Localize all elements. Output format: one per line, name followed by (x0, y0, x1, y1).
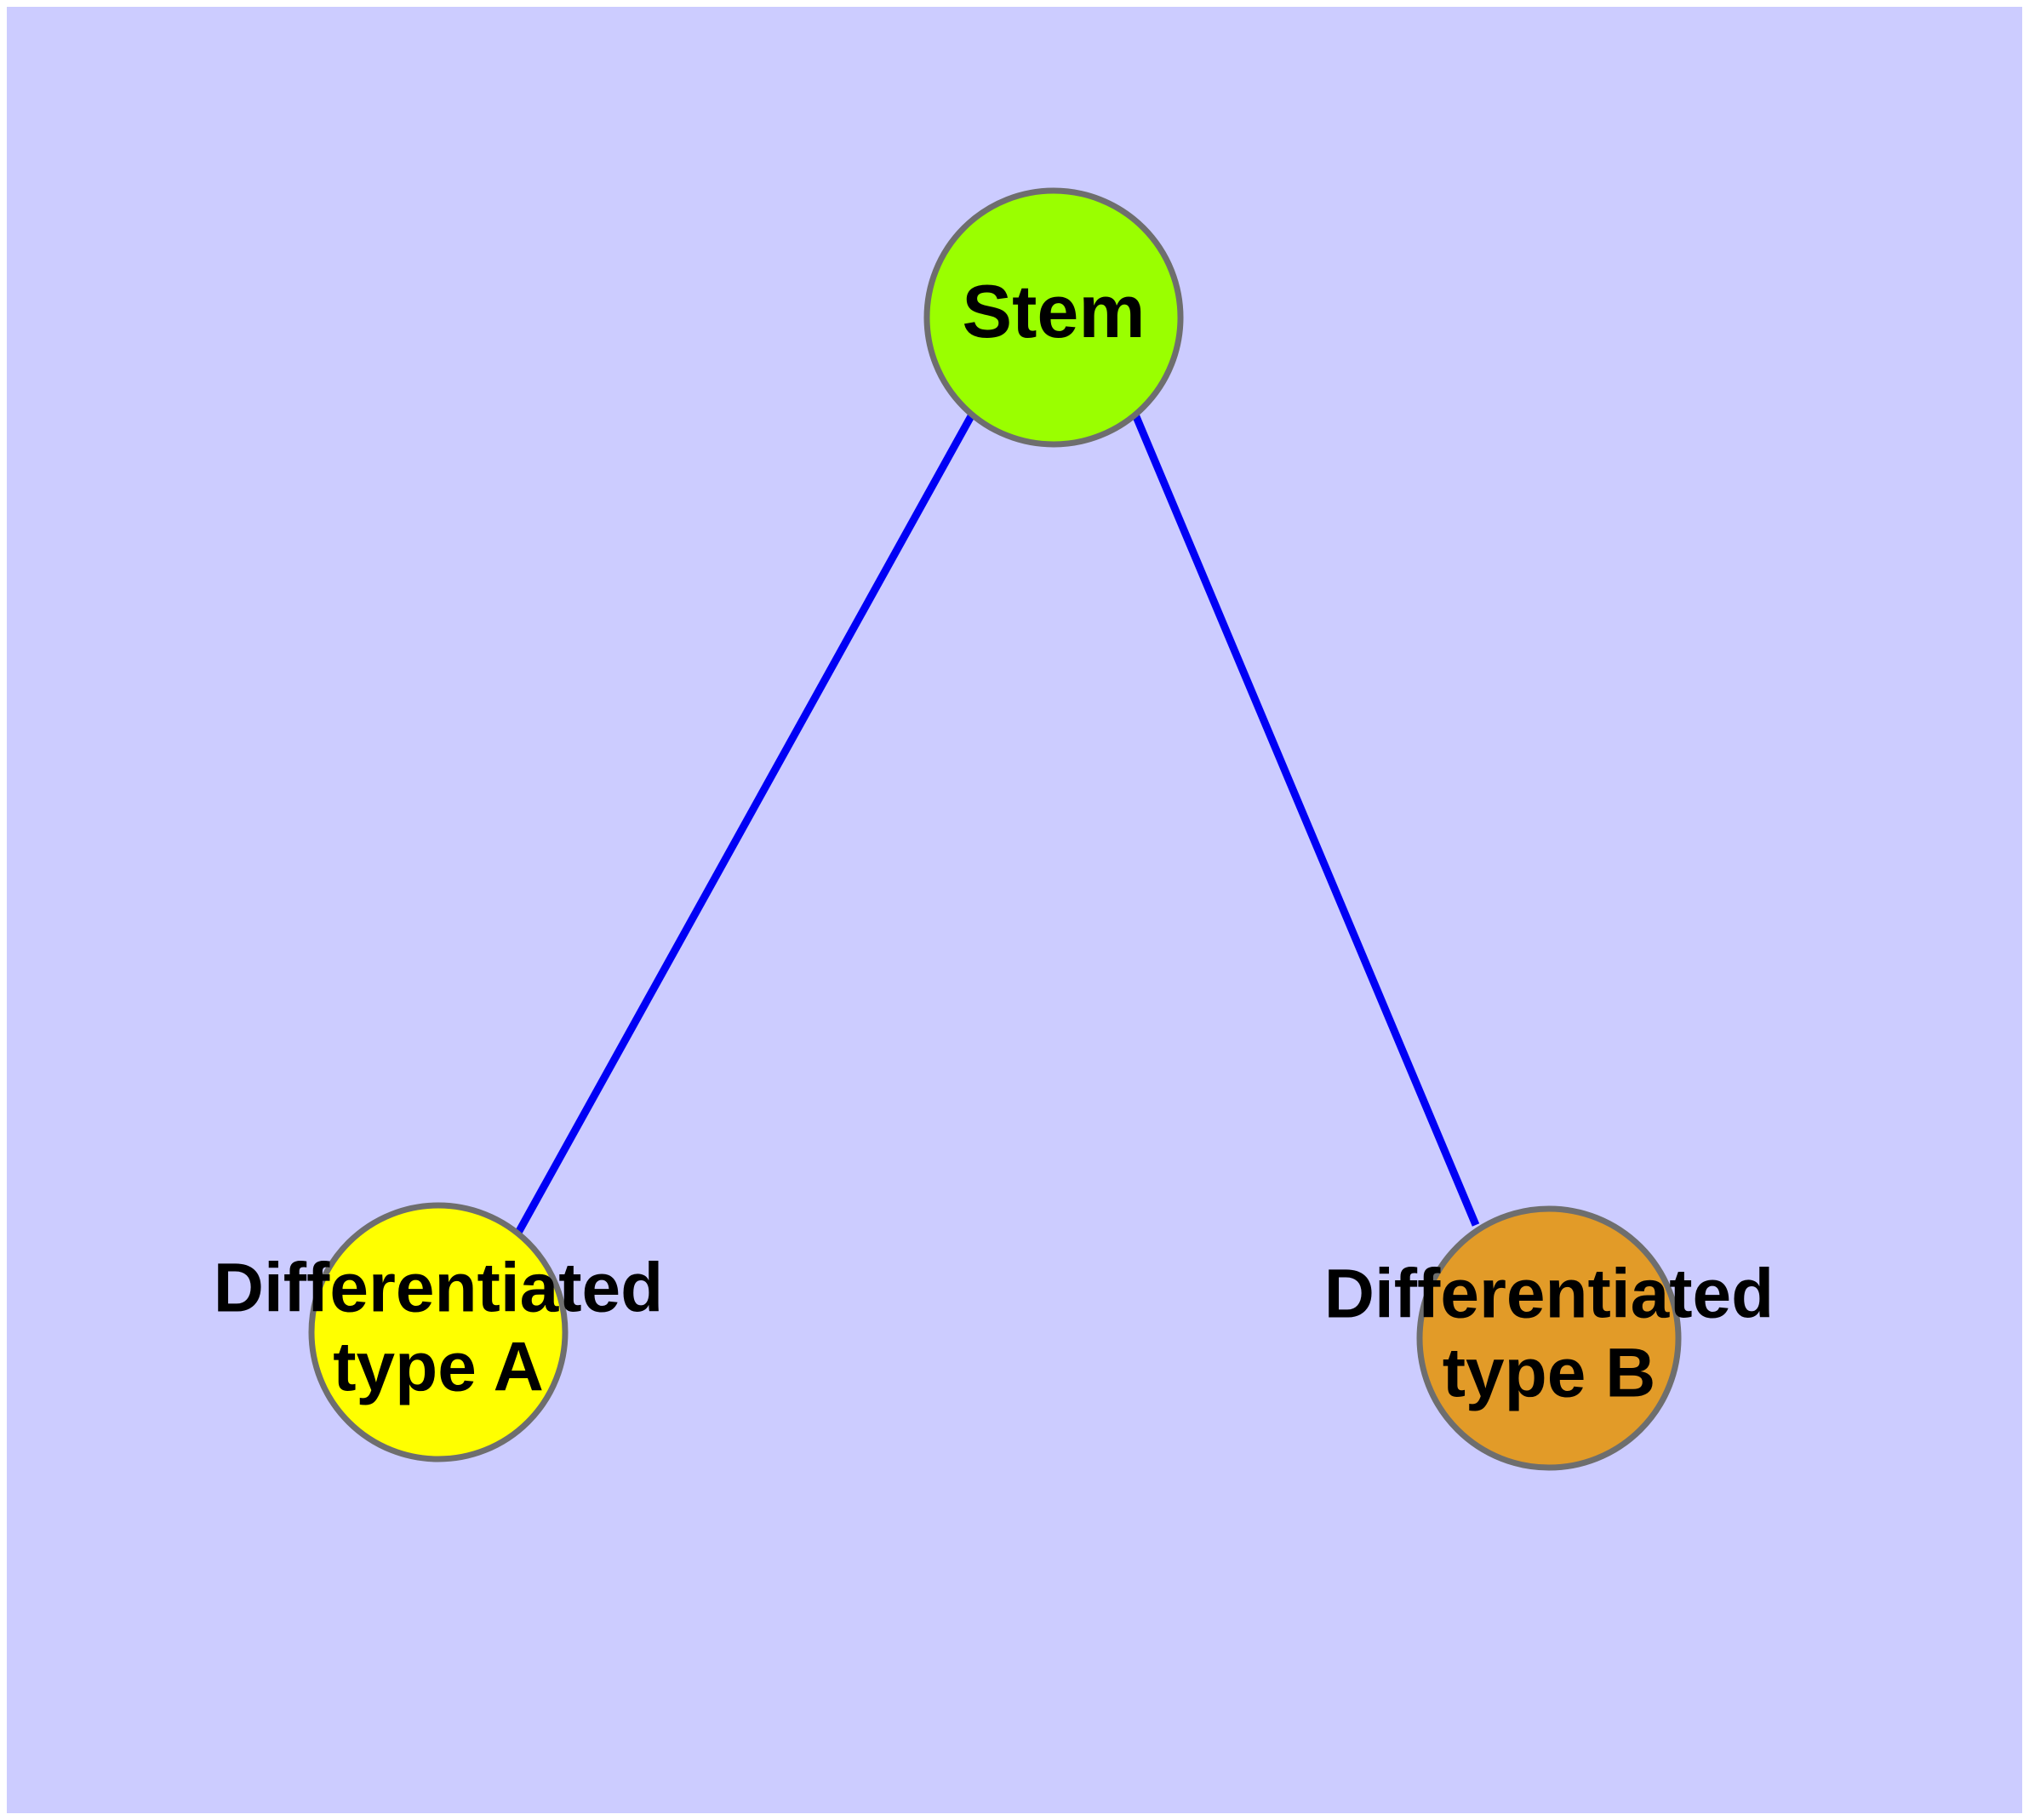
node-label-line: type A (333, 1328, 544, 1405)
node-label-line: type B (1443, 1334, 1656, 1411)
node-stem[interactable]: Stem (923, 187, 1184, 448)
edge-stem-to-diff-b[interactable] (1131, 413, 1480, 1227)
edges-layer (515, 412, 1480, 1235)
node-circle-stem[interactable] (923, 187, 1184, 448)
node-label-line: Stem (962, 269, 1145, 353)
node-circle-diff-a[interactable] (308, 1202, 569, 1462)
node-label-stem: Stem (962, 269, 1145, 353)
node-label-line: Differentiated (1324, 1255, 1775, 1332)
node-label-line: Differentiated (214, 1249, 664, 1326)
node-circle-diff-b[interactable] (1416, 1205, 1682, 1471)
edge-stem-to-diff-a[interactable] (515, 412, 975, 1235)
